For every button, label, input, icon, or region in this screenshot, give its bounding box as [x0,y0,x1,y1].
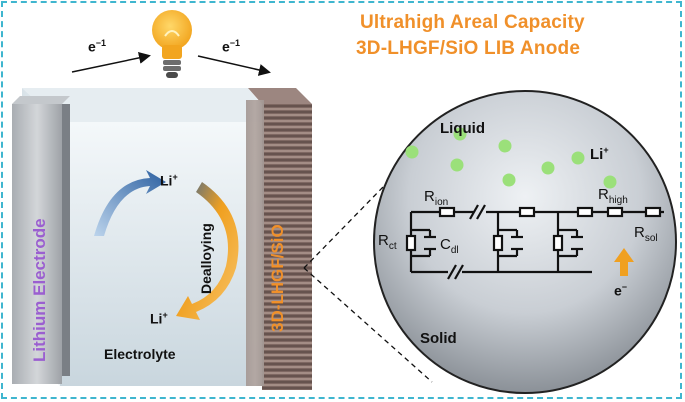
electron-label-right: e−1 [222,38,241,55]
solid-label: Solid [420,330,457,347]
electron-up-arrow-icon [614,248,634,276]
equivalent-circuit [405,204,664,280]
zoom-line-bottom [303,267,433,383]
title-line-2: 3D-LHGF/SiO LIB Anode [356,38,581,59]
r-ion-label: Rion [424,188,449,208]
electron-label-left: e−1 [88,38,107,55]
c-dl-label: Cdl [440,236,459,256]
zoom-line-top [303,185,385,269]
electron-arrow-right [197,55,271,76]
dealloying-arrow [176,182,239,320]
electron-zoom: e− [614,282,628,299]
liquid-label: Liquid [440,120,485,137]
li-particles [405,127,617,189]
lithium-electrode-label: Lithium Electrode [30,218,49,362]
anode-slab [262,104,312,390]
dealloying-label: Dealloying [198,223,214,294]
li-ion-top: Li+ [160,172,178,189]
li-ion-zoom: Li+ [590,145,609,163]
li-ion-bottom: Li+ [150,310,168,327]
r-ct-label: Rct [378,232,397,252]
battery-cell [12,88,312,390]
li-ion-arrow-up [94,170,166,236]
title-line-1: Ultrahigh Areal Capacity [360,12,585,33]
r-sol-label: Rsol [634,224,658,244]
lithium-electrode-slab [12,104,62,384]
anode-label: 3D-LHGF/SiO [268,224,287,332]
electrolyte-label: Electrolyte [104,346,176,362]
interface-zoom-circle [373,90,677,394]
cell-electrolyte-body [60,122,276,386]
r-high-label: Rhigh [598,186,628,206]
light-bulb-icon [152,10,192,78]
cell-top-face [22,88,276,122]
electron-arrow-left [71,51,151,73]
